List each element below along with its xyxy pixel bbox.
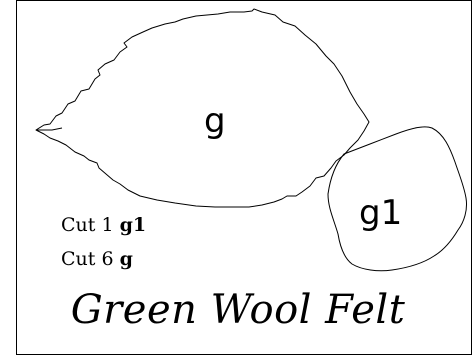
- cut-instruction-2: Cut 6 g: [61, 250, 133, 269]
- shape-label-g1: g1: [359, 193, 403, 233]
- shape-label-g: g: [204, 101, 226, 141]
- cut-instruction-2-code: g: [119, 248, 133, 270]
- cut-instruction-1-prefix: Cut 1: [61, 214, 120, 236]
- cut-instruction-1: Cut 1 g1: [61, 216, 146, 235]
- leaf-shape-g: [35, 8, 370, 208]
- leaf-notch-line: [36, 127, 63, 131]
- material-title: Green Wool Felt: [70, 287, 406, 333]
- piece-shape-g1: [327, 126, 467, 272]
- cut-instruction-2-prefix: Cut 6: [61, 248, 120, 270]
- cut-instruction-1-code: g1: [119, 214, 147, 236]
